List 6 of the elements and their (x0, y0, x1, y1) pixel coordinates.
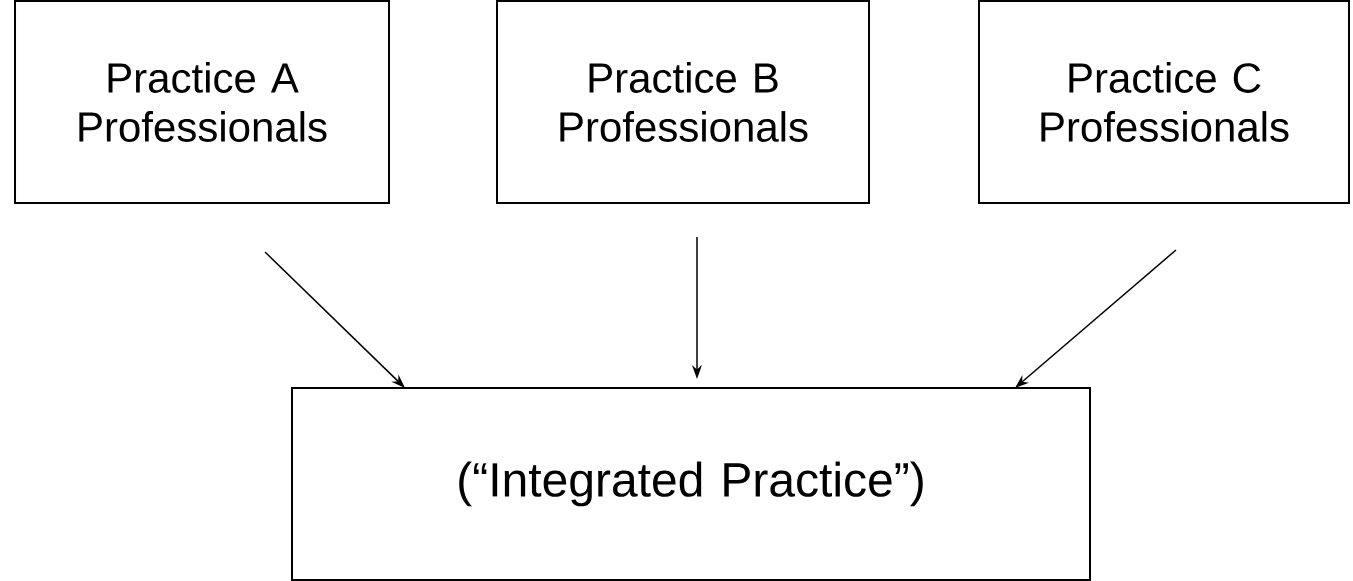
process-box: (“Integrated Practice”) (291, 387, 1091, 581)
arrow (1015, 249, 1177, 388)
process-box: Practice B Professionals (496, 0, 870, 204)
process-box: Practice C Professionals (978, 0, 1350, 204)
process-box: Practice A Professionals (14, 0, 390, 204)
arrow (264, 251, 405, 388)
